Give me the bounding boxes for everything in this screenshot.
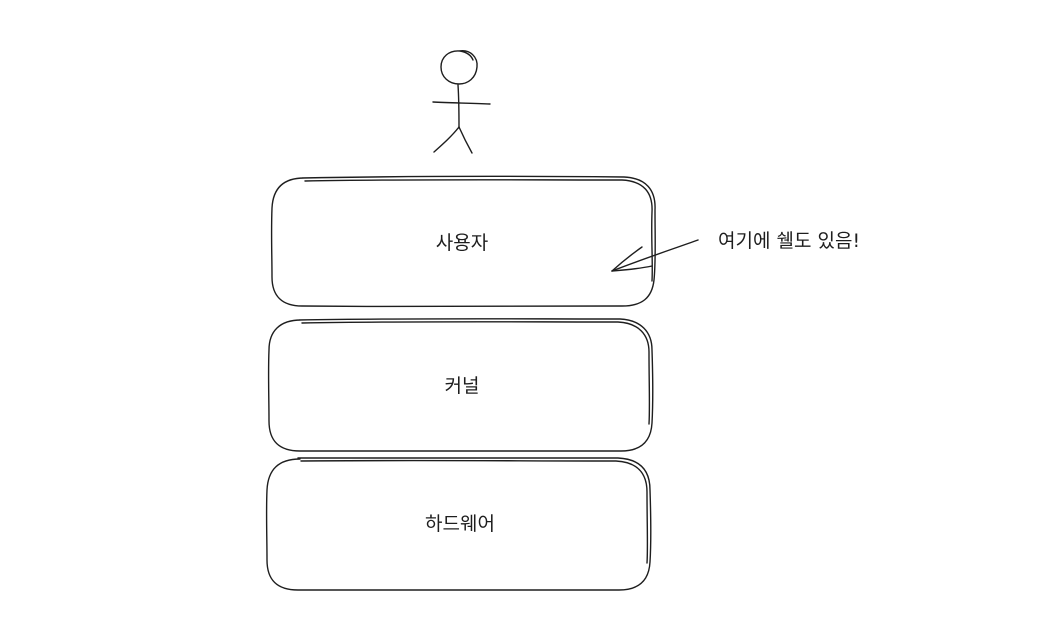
annotation-text: 여기에 쉘도 있음! (718, 230, 860, 252)
layer-label-kernel: 커널 (445, 375, 480, 397)
layer-box-kernel: 커널 (267, 318, 654, 453)
annotation-arrow (611, 239, 699, 272)
layer-label-user: 사용자 (436, 232, 488, 254)
layer-box-hardware: 하드웨어 (265, 456, 652, 592)
layer-label-hardware: 하드웨어 (425, 513, 495, 535)
stick-figure-icon (432, 50, 491, 154)
layer-box-user: 사용자 (270, 175, 656, 308)
